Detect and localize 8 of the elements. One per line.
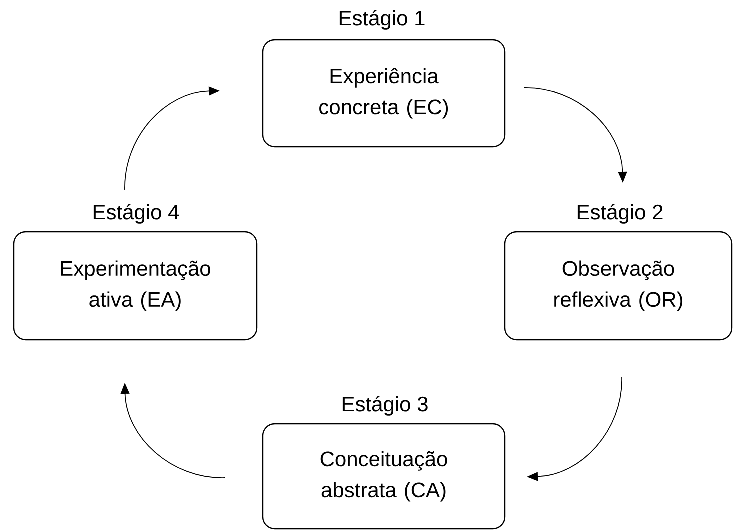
stage-heading: Estágio 4	[94, 204, 180, 224]
stage-heading: Estágio 3	[342, 396, 428, 416]
stage-heading: Estágio 1	[340, 10, 425, 30]
stage-box: Conceituação abstrata (CA)	[262, 423, 506, 530]
stage-box: Observação reflexiva (OR)	[504, 231, 733, 341]
stage-heading: Estágio 2	[578, 204, 663, 224]
stage-box: Experimentação ativa (EA)	[13, 231, 258, 341]
stage-box: Experiência concreta (EC)	[262, 39, 506, 148]
